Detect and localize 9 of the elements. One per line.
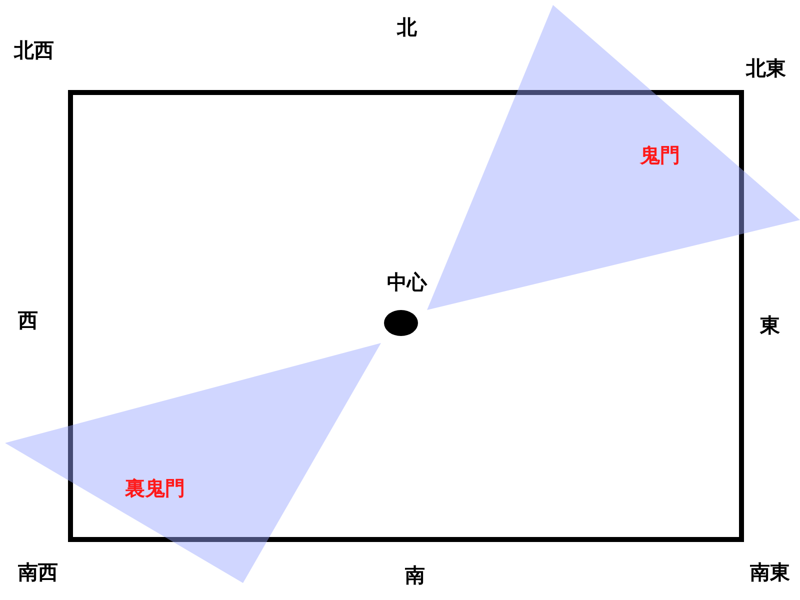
direction-label: 南西 (18, 562, 58, 582)
direction-label: 北西 (14, 40, 54, 60)
direction-label: 南 (405, 565, 425, 585)
floor-plan-outline (68, 90, 744, 542)
direction-label: 北東 (746, 58, 786, 78)
sector-label: 鬼門 (640, 145, 680, 165)
direction-label: 南東 (750, 562, 790, 582)
center-label: 中心 (387, 272, 427, 292)
sector-label: 裏鬼門 (125, 478, 185, 498)
